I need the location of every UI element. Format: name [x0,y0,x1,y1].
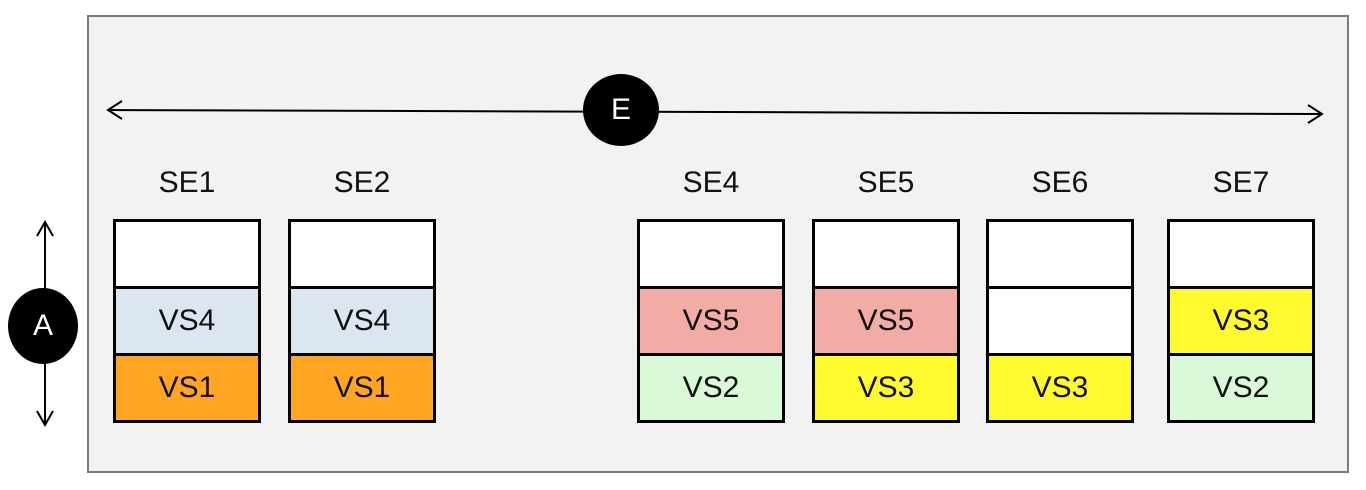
stack-se7: VS3 VS2 [1167,219,1315,423]
stack-cell: VS2 [640,353,782,420]
vertical-arrow-bottom-head [36,410,54,428]
stack-cell [815,222,957,286]
stack-cell: VS1 [116,353,258,420]
column-label-se2: SE2 [333,166,391,199]
stack-cell: VS4 [291,286,433,353]
stack-cell: VS3 [1170,286,1312,353]
stack-cell [989,222,1131,286]
column-label-se4: SE4 [682,166,740,199]
stack-cell: VS5 [640,286,782,353]
stack-se6: VS3 [986,219,1134,423]
stack-cell [989,286,1131,353]
vertical-arrow-top-head [36,219,54,237]
marker-a: A [8,288,78,364]
horizontal-arrow-right-head [1307,104,1324,124]
stack-cell: VS1 [291,353,433,420]
stack-cell: VS2 [1170,353,1312,420]
stack-cell [291,222,433,286]
stack-cell [1170,222,1312,286]
stack-cell: VS3 [815,353,957,420]
stack-cell: VS5 [815,286,957,353]
stack-se2: VS4 VS1 [288,219,436,423]
stack-se4: VS5 VS2 [637,219,785,423]
stack-se5: VS5 VS3 [812,219,960,423]
stack-cell [640,222,782,286]
stack-cell [116,222,258,286]
stack-cell: VS4 [116,286,258,353]
column-label-se6: SE6 [1031,166,1089,199]
column-label-se1: SE1 [158,166,216,199]
stack-se1: VS4 VS1 [113,219,261,423]
marker-e: E [583,74,659,146]
column-label-se5: SE5 [857,166,915,199]
horizontal-arrow-e [107,109,1323,115]
stack-cell: VS3 [989,353,1131,420]
horizontal-arrow-left-head [106,100,123,120]
column-label-se7: SE7 [1212,166,1270,199]
